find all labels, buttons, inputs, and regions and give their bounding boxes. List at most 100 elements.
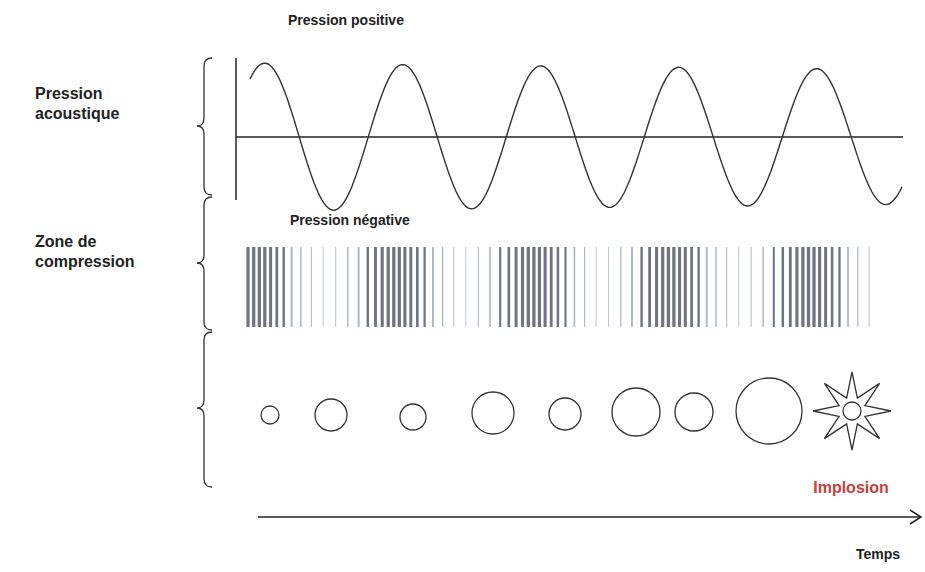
compression-bar — [499, 247, 501, 327]
braces — [197, 58, 212, 487]
compression-bar — [807, 247, 810, 327]
compression-bar — [631, 247, 633, 327]
bubble — [261, 406, 279, 424]
time-arrow — [258, 510, 921, 524]
compression-bar — [423, 247, 425, 327]
compression-bar — [300, 247, 301, 327]
compression-bar — [311, 247, 312, 327]
compression-bar — [824, 247, 827, 327]
pressure-axis — [235, 58, 237, 200]
compression-bar — [697, 247, 699, 327]
compression-bar — [263, 247, 266, 327]
compression-bar — [608, 247, 609, 327]
compression-bar — [521, 247, 524, 327]
row-label: Pression acoustique — [35, 84, 160, 124]
compression-bar — [773, 247, 775, 327]
axis-label: Pression négative — [290, 212, 410, 230]
compression-bar — [544, 247, 547, 327]
compression-bar — [706, 247, 708, 327]
compression-bar — [655, 247, 658, 327]
compression-bar — [275, 247, 278, 327]
compression-bar — [678, 247, 681, 327]
compression-bar — [335, 247, 336, 327]
compression-bar — [252, 247, 255, 327]
compression-bar — [367, 247, 369, 327]
compression-bar — [550, 247, 553, 327]
bubble — [315, 399, 347, 431]
zero-axis — [236, 136, 903, 138]
compression-bar — [795, 247, 798, 327]
compression-bar — [532, 247, 535, 327]
compression-bar — [564, 247, 566, 327]
compression-bar — [831, 247, 834, 327]
compression-bar — [283, 247, 285, 327]
compression-bar — [387, 247, 390, 327]
compression-bar — [690, 247, 693, 327]
row-label: Zone de compression — [35, 232, 160, 272]
bubble — [549, 398, 581, 430]
compression-bar — [838, 247, 840, 327]
compression-bar — [381, 247, 384, 327]
compression-bar — [672, 247, 675, 327]
compression-bar — [648, 247, 651, 327]
brace — [197, 58, 212, 195]
compression-bar — [596, 247, 597, 327]
compression-bar — [869, 247, 870, 327]
compression-bar — [416, 247, 419, 327]
compression-bar — [661, 247, 664, 327]
compression-bar — [847, 247, 849, 327]
compression-bar — [246, 247, 249, 327]
arrow-head — [910, 510, 921, 524]
compression-bar — [347, 247, 348, 327]
implosion-star — [813, 372, 891, 450]
compression-bar — [392, 247, 395, 327]
compression-bar — [465, 247, 466, 327]
bubble — [675, 393, 713, 431]
time-label: Temps — [856, 546, 900, 564]
compression-bar — [812, 247, 815, 327]
compression-bar — [489, 247, 491, 327]
compression-bar — [640, 247, 642, 327]
compression-bar — [442, 247, 443, 327]
compression-bar — [409, 247, 412, 327]
bubble — [612, 388, 660, 436]
compression-bar — [789, 247, 792, 327]
compression-bar — [620, 247, 621, 327]
compression-bar — [584, 247, 585, 327]
axes — [236, 58, 903, 200]
compression-bar — [478, 247, 479, 327]
compression-bar — [258, 247, 261, 327]
compression-bar — [557, 247, 560, 327]
compression-bar — [374, 247, 377, 327]
brace — [197, 197, 212, 330]
compression-bar — [432, 247, 434, 327]
compression-bar — [763, 247, 764, 327]
compression-bar — [715, 247, 716, 327]
bubble — [400, 404, 426, 430]
compression-bar — [782, 247, 785, 327]
compression-bar — [358, 247, 360, 327]
bubble — [843, 402, 861, 420]
compression-bar — [507, 247, 510, 327]
compression-bar — [574, 247, 576, 327]
compression-bar — [667, 247, 670, 327]
compression-bars — [248, 247, 869, 327]
compression-bar — [738, 247, 739, 327]
compression-bar — [857, 247, 858, 327]
compression-bar — [751, 247, 752, 327]
compression-bar — [291, 247, 293, 327]
implosion-label: Implosion — [813, 478, 889, 498]
compression-bar — [398, 247, 401, 327]
bubbles — [261, 372, 891, 450]
time-axis — [258, 516, 920, 518]
compression-bar — [527, 247, 530, 327]
compression-bar — [515, 247, 518, 327]
compression-bar — [269, 247, 272, 327]
compression-bar — [726, 247, 727, 327]
brace — [197, 332, 212, 487]
axis-label: Pression positive — [288, 12, 404, 30]
compression-bar — [818, 247, 821, 327]
sine-wave — [250, 63, 902, 210]
compression-bar — [801, 247, 804, 327]
